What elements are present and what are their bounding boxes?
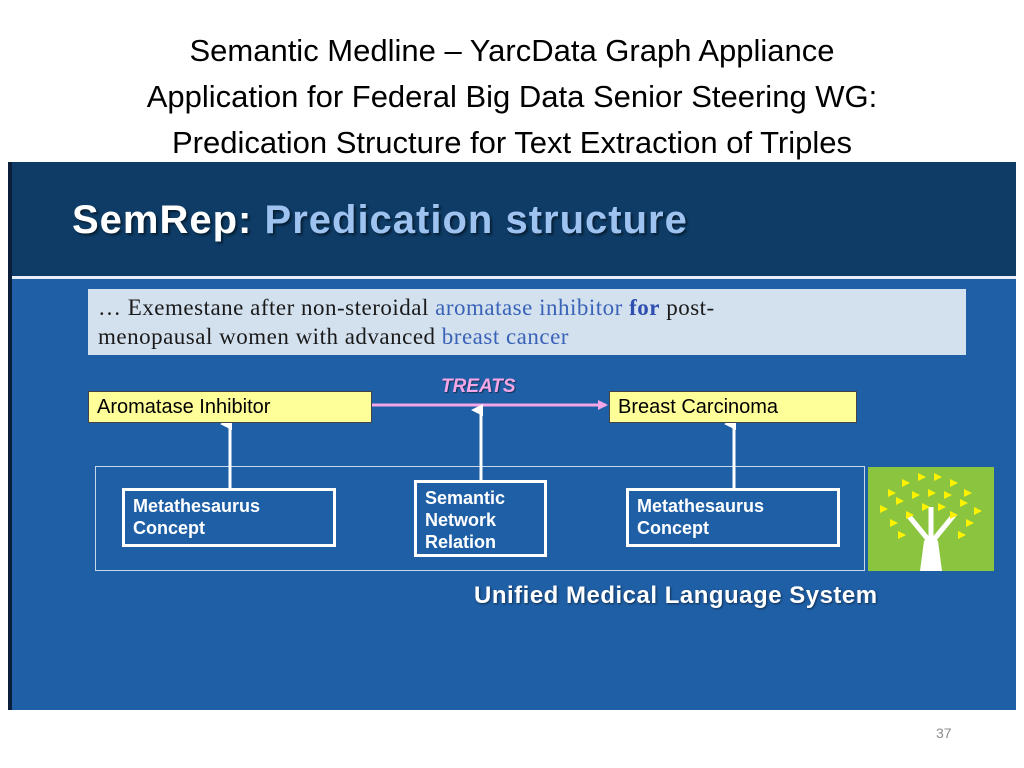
diagram-arrows: [220, 400, 736, 488]
sentence-line-1: … Exemestane after non-steroidal aromata…: [98, 293, 956, 322]
highlight-breast-cancer: breast cancer: [441, 324, 569, 349]
concept-right-line-2: Concept: [637, 518, 709, 538]
umls-label: Unified Medical Language System: [474, 582, 878, 609]
concept-left-line-1: Metathesaurus: [133, 496, 261, 516]
concept-right-line-1: Metathesaurus: [637, 496, 765, 516]
semrep-panel: SemRep: Predication structure … Exemesta…: [8, 162, 1016, 710]
highlight-aromatase-inhibitor: aromatase inhibitor: [435, 295, 623, 320]
panel-left-edge: [8, 162, 12, 710]
sentence-text: … Exemestane after non-steroidal: [98, 295, 436, 320]
slide-title-line-1: Semantic Medline – YarcData Graph Applia…: [189, 33, 835, 68]
page-number: 37: [936, 725, 952, 741]
concept-right-box: Metathesaurus Concept: [626, 488, 840, 547]
sentence-text: post-: [659, 295, 715, 320]
panel-heading: SemRep: Predication structure: [72, 198, 688, 243]
object-node: Breast Carcinoma: [609, 391, 857, 423]
concept-left-line-2: Concept: [133, 518, 205, 538]
panel-header: [12, 162, 1016, 276]
concept-left-box: Metathesaurus Concept: [122, 488, 336, 547]
relation-line-2: Network: [425, 510, 497, 530]
subject-node: Aromatase Inhibitor: [88, 391, 372, 423]
treats-label: TREATS: [441, 376, 516, 397]
slide-title-line-3: Predication Structure for Text Extractio…: [171, 125, 852, 160]
umls-tree-icon: [868, 467, 994, 571]
sentence-line-2: menopausal women with advanced breast ca…: [98, 322, 956, 351]
header-rule: [12, 276, 1016, 279]
slide-title-line-2: Application for Federal Big Data Senior …: [146, 79, 878, 114]
highlight-for: for: [629, 295, 660, 320]
slide-title: Semantic Medline – YarcData Graph Applia…: [0, 28, 1024, 166]
relation-line-3: Relation: [425, 532, 497, 552]
heading-predication-structure: Predication structure: [264, 198, 688, 242]
sentence-text: menopausal women with advanced: [98, 324, 442, 349]
example-sentence: … Exemestane after non-steroidal aromata…: [88, 289, 966, 355]
relation-line-1: Semantic: [425, 488, 506, 508]
relation-box: Semantic Network Relation: [414, 480, 547, 557]
heading-semrep: SemRep:: [72, 198, 253, 242]
